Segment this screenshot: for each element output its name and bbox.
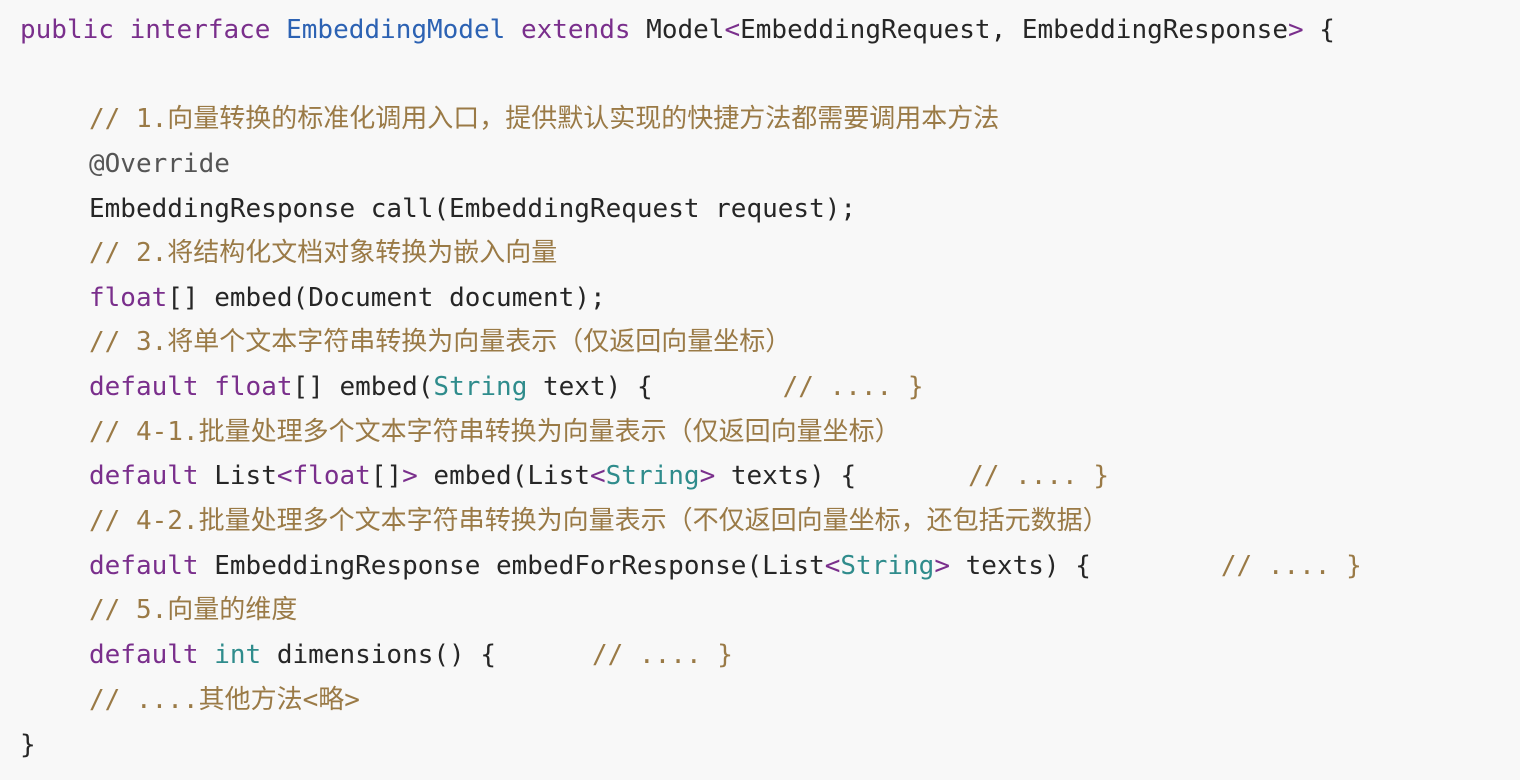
annotation-override: @Override xyxy=(89,149,230,179)
param-type: EmbeddingRequest xyxy=(449,194,700,224)
code-line-comment-4-1: // 4-1.批量处理多个文本字符串转换为向量表示（仅返回向量坐标） xyxy=(20,412,901,452)
inline-comment: // .... xyxy=(968,461,1078,491)
angle-close: > xyxy=(1287,15,1304,45)
statement-end: ); xyxy=(574,283,606,313)
comma: , xyxy=(990,15,1007,45)
code-line-interface-declaration: public interface EmbeddingModel extends … xyxy=(20,10,1335,50)
comment: // 1.向量转换的标准化调用入口，提供默认实现的快捷方法都需要调用本方法 xyxy=(89,104,1000,134)
paren-open: ( xyxy=(292,283,309,313)
method-name: embed xyxy=(214,283,293,313)
inline-comment: // .... xyxy=(592,640,702,670)
type-string: String xyxy=(840,551,935,581)
code-line-comment-1: // 1.向量转换的标准化调用入口，提供默认实现的快捷方法都需要调用本方法 xyxy=(20,99,999,139)
comment: // 5.向量的维度 xyxy=(89,595,298,625)
param-name: request xyxy=(715,194,825,224)
return-type: EmbeddingResponse xyxy=(89,194,356,224)
code-line-embed-texts: default List<float[]> embed(List<String>… xyxy=(20,456,1109,496)
inline-comment: // .... xyxy=(782,372,893,402)
type-string: String xyxy=(433,372,528,402)
keyword-float: float xyxy=(292,461,371,491)
type-string: String xyxy=(605,461,700,491)
code-line-dimensions: default int dimensions() { // .... } xyxy=(20,635,733,675)
interface-name: EmbeddingModel xyxy=(286,15,506,45)
open-brace: { xyxy=(480,640,497,670)
inline-comment: // .... xyxy=(1220,551,1331,581)
close-brace: } xyxy=(1093,461,1110,491)
generic-request-type: EmbeddingRequest xyxy=(740,15,991,45)
keyword-public: public xyxy=(20,15,114,45)
method-name: dimensions xyxy=(276,640,434,670)
angle-open: < xyxy=(824,551,841,581)
paren-open: ( xyxy=(746,551,763,581)
keyword-default: default xyxy=(89,372,199,402)
angle-open: < xyxy=(276,461,293,491)
close-brace: } xyxy=(717,640,733,670)
param-name: document xyxy=(449,283,575,313)
method-name: embed xyxy=(339,372,418,402)
comment: // 2.将结构化文档对象转换为嵌入向量 xyxy=(89,238,558,268)
comment: // 4-2.批量处理多个文本字符串转换为向量表示（不仅返回向量坐标，还包括元数… xyxy=(89,506,1109,536)
paren-open: ( xyxy=(417,372,434,402)
paren-close: ) xyxy=(1043,551,1060,581)
param-name: texts xyxy=(965,551,1044,581)
method-name: embedForResponse xyxy=(496,551,747,581)
code-line-closing-brace: } xyxy=(20,725,36,765)
type-list: List xyxy=(762,551,825,581)
paren-close: ) xyxy=(809,461,825,491)
code-line-embed-for-response: default EmbeddingResponse embedForRespon… xyxy=(20,546,1362,586)
array-brackets: [] xyxy=(167,283,199,313)
open-brace: { xyxy=(636,372,653,402)
paren-open: ( xyxy=(511,461,528,491)
close-brace: } xyxy=(1346,551,1362,581)
code-line-call-method: EmbeddingResponse call(EmbeddingRequest … xyxy=(20,189,856,229)
angle-close: > xyxy=(402,461,418,491)
code-line-comment-2: // 2.将结构化文档对象转换为嵌入向量 xyxy=(20,233,557,273)
code-line-embed-document: float[] embed(Document document); xyxy=(20,278,606,318)
code-line-comment-5: // 5.向量的维度 xyxy=(20,590,297,630)
keyword-default: default xyxy=(89,551,199,581)
keyword-interface: interface xyxy=(129,15,271,45)
array-brackets: [] xyxy=(292,372,324,402)
code-line-comment-4-2: // 4-2.批量处理多个文本字符串转换为向量表示（不仅返回向量坐标，还包括元数… xyxy=(20,501,1109,541)
type-int: int xyxy=(214,640,262,670)
closing-brace: } xyxy=(20,730,36,760)
statement-end: ); xyxy=(824,194,857,224)
param-type: Document xyxy=(308,283,434,313)
paren-open: ( xyxy=(433,194,450,224)
generic-response-type: EmbeddingResponse xyxy=(1021,15,1288,45)
type-list: List xyxy=(527,461,590,491)
return-type: EmbeddingResponse xyxy=(214,551,481,581)
angle-close: > xyxy=(699,461,716,491)
angle-close: > xyxy=(934,551,950,581)
keyword-default: default xyxy=(89,461,199,491)
comment: // 4-1.批量处理多个文本字符串转换为向量表示（仅返回向量坐标） xyxy=(89,417,901,447)
open-brace: { xyxy=(1075,551,1091,581)
keyword-float: float xyxy=(89,283,168,313)
keyword-float: float xyxy=(214,372,293,402)
type-list: List xyxy=(214,461,277,491)
keyword-extends: extends xyxy=(520,15,631,45)
method-name: embed xyxy=(433,461,512,491)
open-brace: { xyxy=(1319,15,1335,45)
parent-type: Model xyxy=(646,15,725,45)
angle-open: < xyxy=(724,15,741,45)
parens: () xyxy=(433,640,465,670)
code-line-override: @Override xyxy=(20,144,230,184)
method-name: call xyxy=(370,194,434,224)
keyword-default: default xyxy=(89,640,199,670)
comment: // 3.将单个文本字符串转换为向量表示（仅返回向量坐标） xyxy=(89,327,792,357)
angle-open: < xyxy=(589,461,606,491)
close-brace: } xyxy=(907,372,924,402)
array-brackets: [] xyxy=(370,461,403,491)
code-line-comment-3: // 3.将单个文本字符串转换为向量表示（仅返回向量坐标） xyxy=(20,322,791,362)
comment: // ....其他方法<略> xyxy=(89,685,360,715)
param-name: text xyxy=(543,372,606,402)
code-line-comment-others: // ....其他方法<略> xyxy=(20,680,360,720)
open-brace: { xyxy=(840,461,857,491)
param-name: texts xyxy=(730,461,810,491)
code-line-embed-text: default float[] embed(String text) { // .… xyxy=(20,367,923,407)
paren-close: ) xyxy=(605,372,622,402)
